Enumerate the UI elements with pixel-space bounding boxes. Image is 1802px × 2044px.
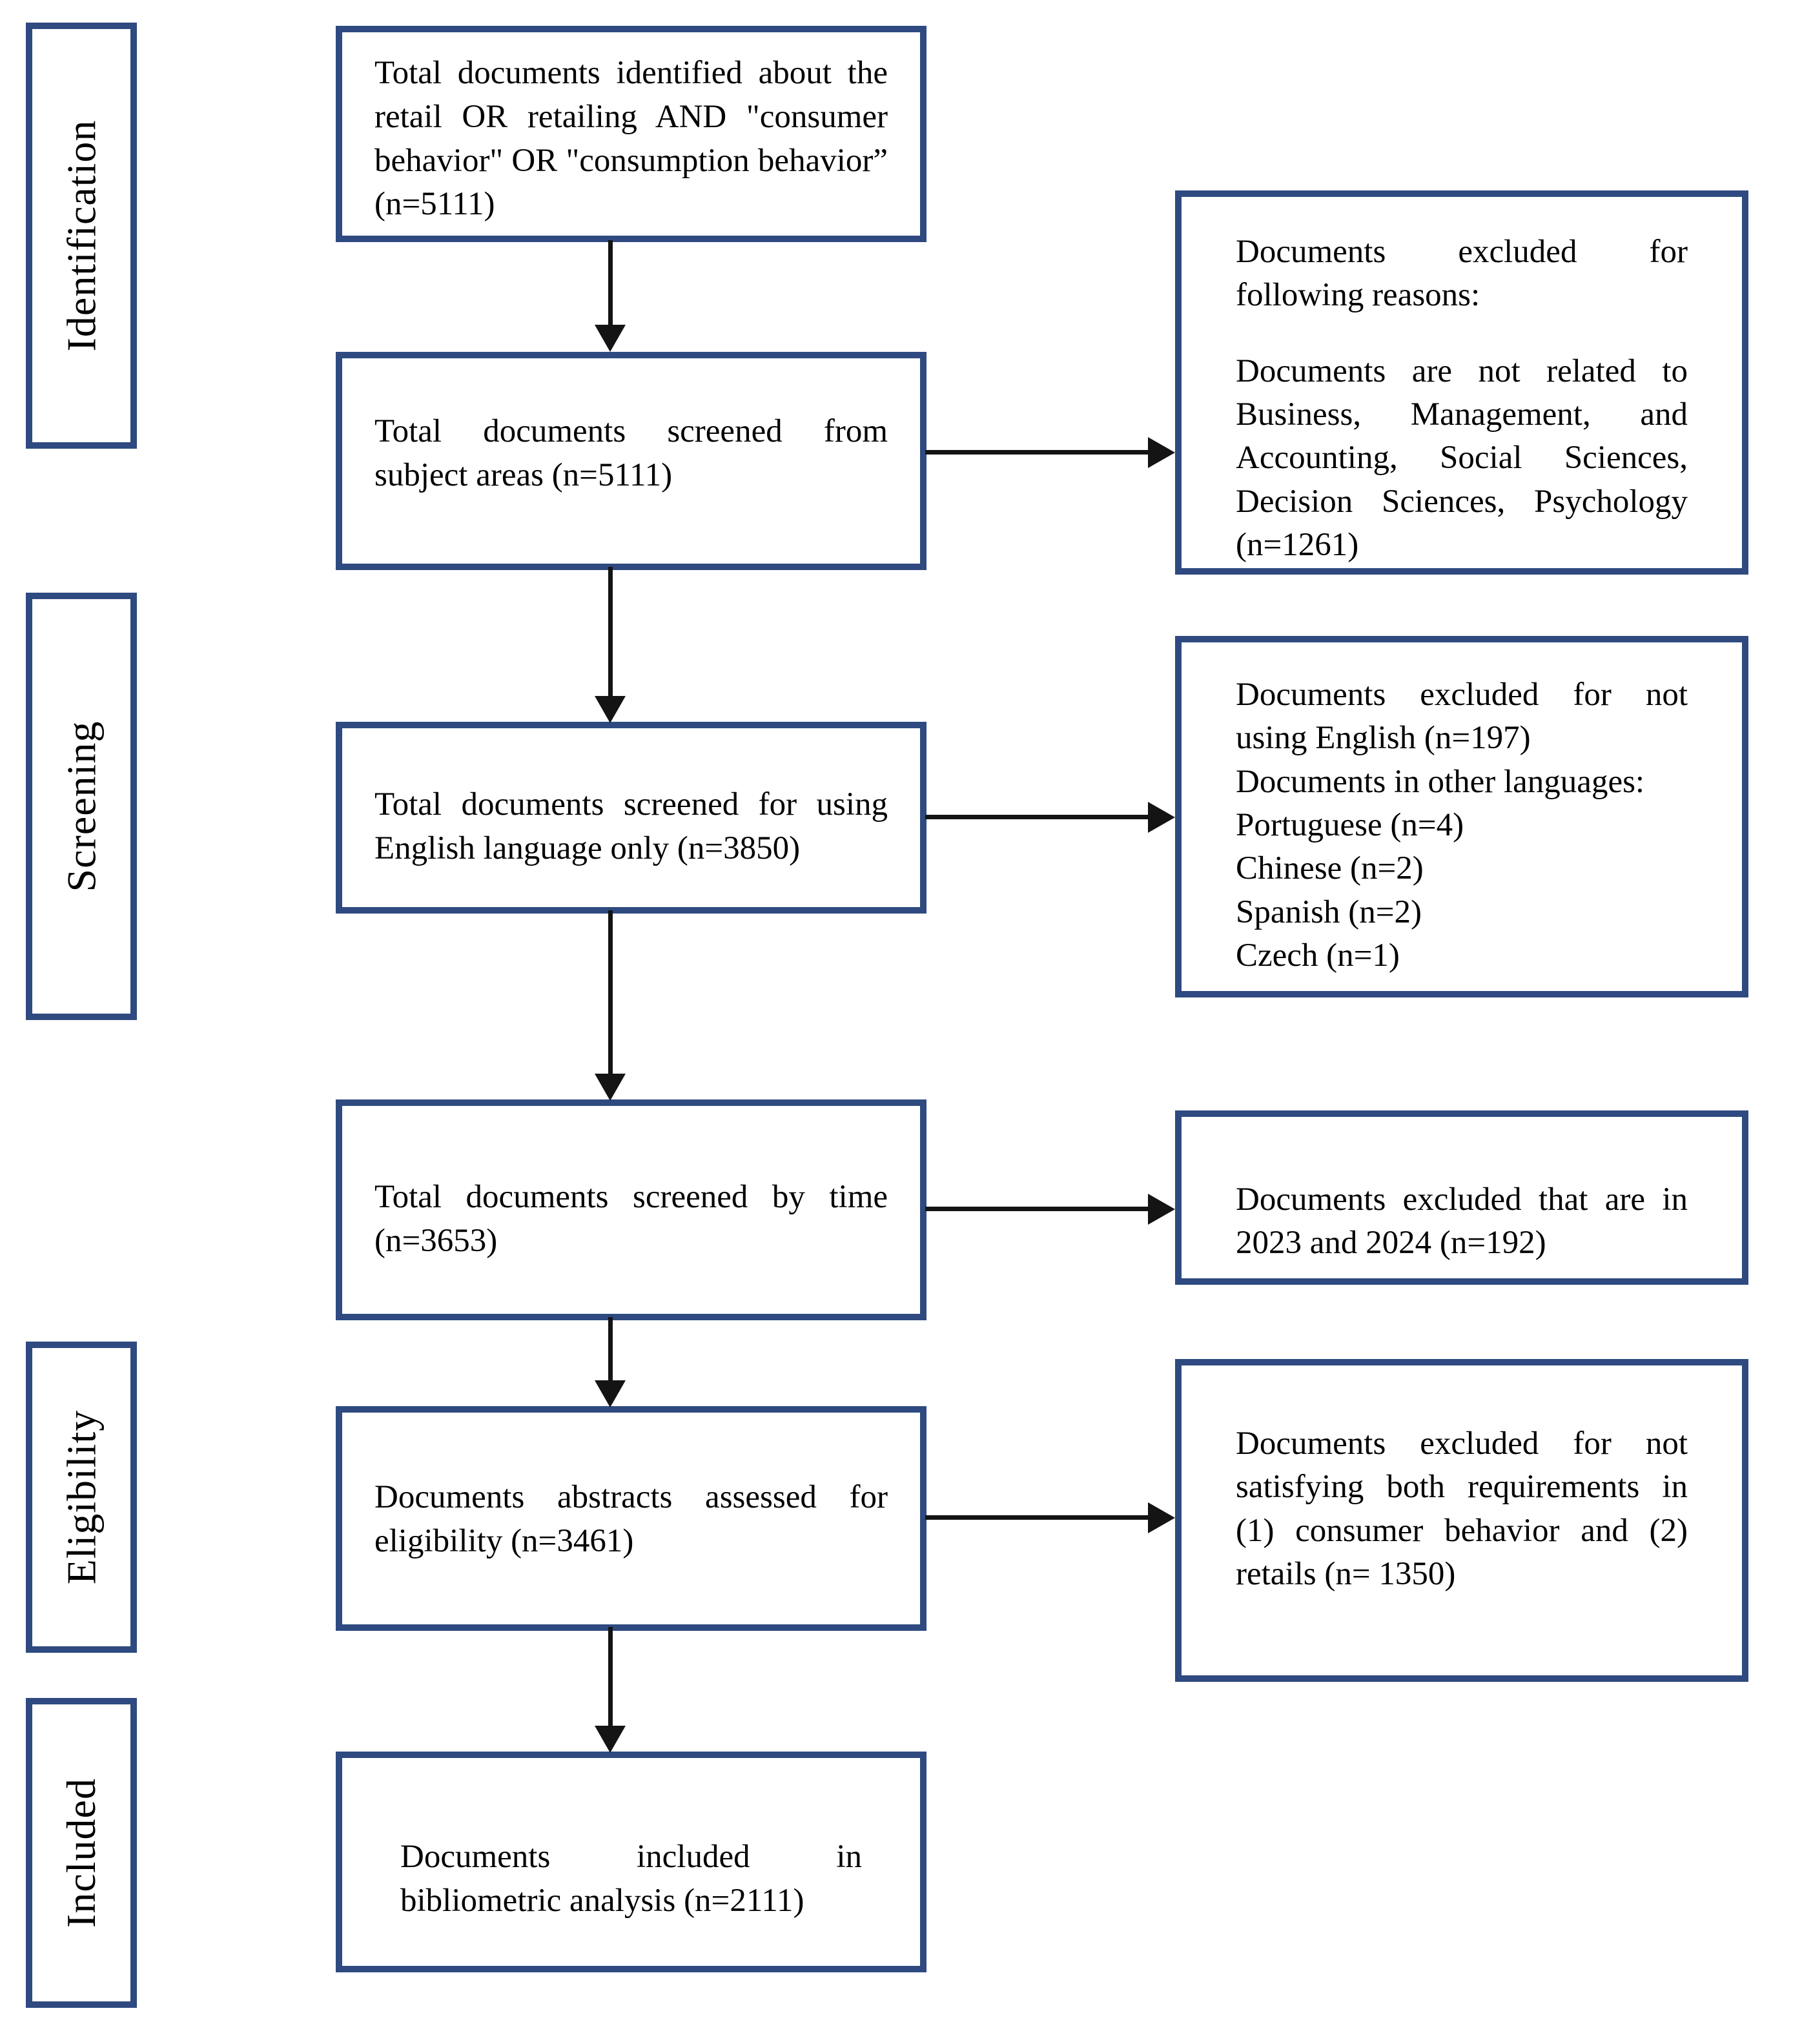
flow-box-screened-english: Total documents screened for using Engli… <box>336 722 927 914</box>
flow-box-included-bibliometric: Documents included in bibliometric analy… <box>336 1752 927 1972</box>
arrow-shaft <box>608 240 613 326</box>
arrow-shaft <box>608 1627 613 1727</box>
exclusion-line: Czech (n=1) <box>1236 937 1400 974</box>
arrow-shaft <box>608 567 613 697</box>
exclusion-box-language: Documents excluded for not using English… <box>1175 636 1748 997</box>
arrow-shaft <box>925 815 1149 819</box>
flow-box-text: Total documents screened by time (n=3653… <box>374 1179 888 1259</box>
exclusion-line: Documents in other languages: <box>1236 763 1645 800</box>
arrow-head-right-icon <box>1148 1194 1175 1225</box>
arrow-head-down-icon <box>595 696 626 723</box>
flow-box-documents-identified: Total documents identified about the ret… <box>336 26 927 242</box>
exclusion-line: Documents excluded for not using English… <box>1236 677 1688 757</box>
stage-box-identification: Identification <box>26 23 137 449</box>
exclusion-box-time: Documents excluded that are in 2023 and … <box>1175 1110 1748 1285</box>
flow-box-text: Documents included in bibliometric analy… <box>400 1839 862 1919</box>
exclusion-line: Chinese (n=2) <box>1236 850 1424 887</box>
exclusion-box-subject-areas: Documents excluded for following reasons… <box>1175 190 1748 575</box>
flow-box-text: Documents abstracts assessed for eligibi… <box>374 1479 888 1559</box>
arrow-shaft <box>925 1515 1149 1520</box>
flow-box-text: Total documents screened from subject ar… <box>374 413 888 493</box>
stage-box-screening: Screening <box>26 593 137 1020</box>
exclusion-line: Portuguese (n=4) <box>1236 806 1464 843</box>
arrow-head-right-icon <box>1148 1502 1175 1533</box>
arrow-shaft <box>608 910 613 1075</box>
stage-label-eligibility: Eligibility <box>58 1409 104 1585</box>
exclusion-text: Documents excluded that are in 2023 and … <box>1236 1181 1688 1262</box>
arrow-head-down-icon <box>595 325 626 352</box>
arrow-shaft <box>925 450 1149 455</box>
stage-label-screening: Screening <box>58 721 104 892</box>
stage-box-included: Included <box>26 1698 137 2008</box>
flow-box-screened-by-time: Total documents screened by time (n=3653… <box>336 1099 927 1320</box>
arrow-head-right-icon <box>1148 802 1175 833</box>
flow-box-text: Total documents identified about the ret… <box>374 55 888 223</box>
arrow-shaft <box>925 1207 1149 1211</box>
arrow-head-down-icon <box>595 1726 626 1753</box>
flow-box-screened-subject-areas: Total documents screened from subject ar… <box>336 352 927 570</box>
flow-box-abstracts-assessed: Documents abstracts assessed for eligibi… <box>336 1406 927 1631</box>
flow-box-text: Total documents screened for using Engli… <box>374 786 888 866</box>
arrow-head-down-icon <box>595 1380 626 1407</box>
exclusion-text-reasons-detail: Documents are not related to Business, M… <box>1236 353 1688 563</box>
exclusion-box-requirements: Documents excluded for not satisfying bo… <box>1175 1359 1748 1682</box>
exclusion-line: Spanish (n=2) <box>1236 894 1422 930</box>
stage-box-eligibility: Eligibility <box>26 1342 137 1653</box>
arrow-shaft <box>608 1317 613 1382</box>
arrow-head-right-icon <box>1148 437 1175 468</box>
exclusion-text-reasons-header: Documents excluded for following reasons… <box>1236 234 1688 314</box>
stage-label-included: Included <box>58 1778 104 1928</box>
exclusion-text: Documents excluded for not satisfying bo… <box>1236 1426 1688 1592</box>
stage-label-identification: Identification <box>58 119 104 352</box>
arrow-head-down-icon <box>595 1074 626 1101</box>
